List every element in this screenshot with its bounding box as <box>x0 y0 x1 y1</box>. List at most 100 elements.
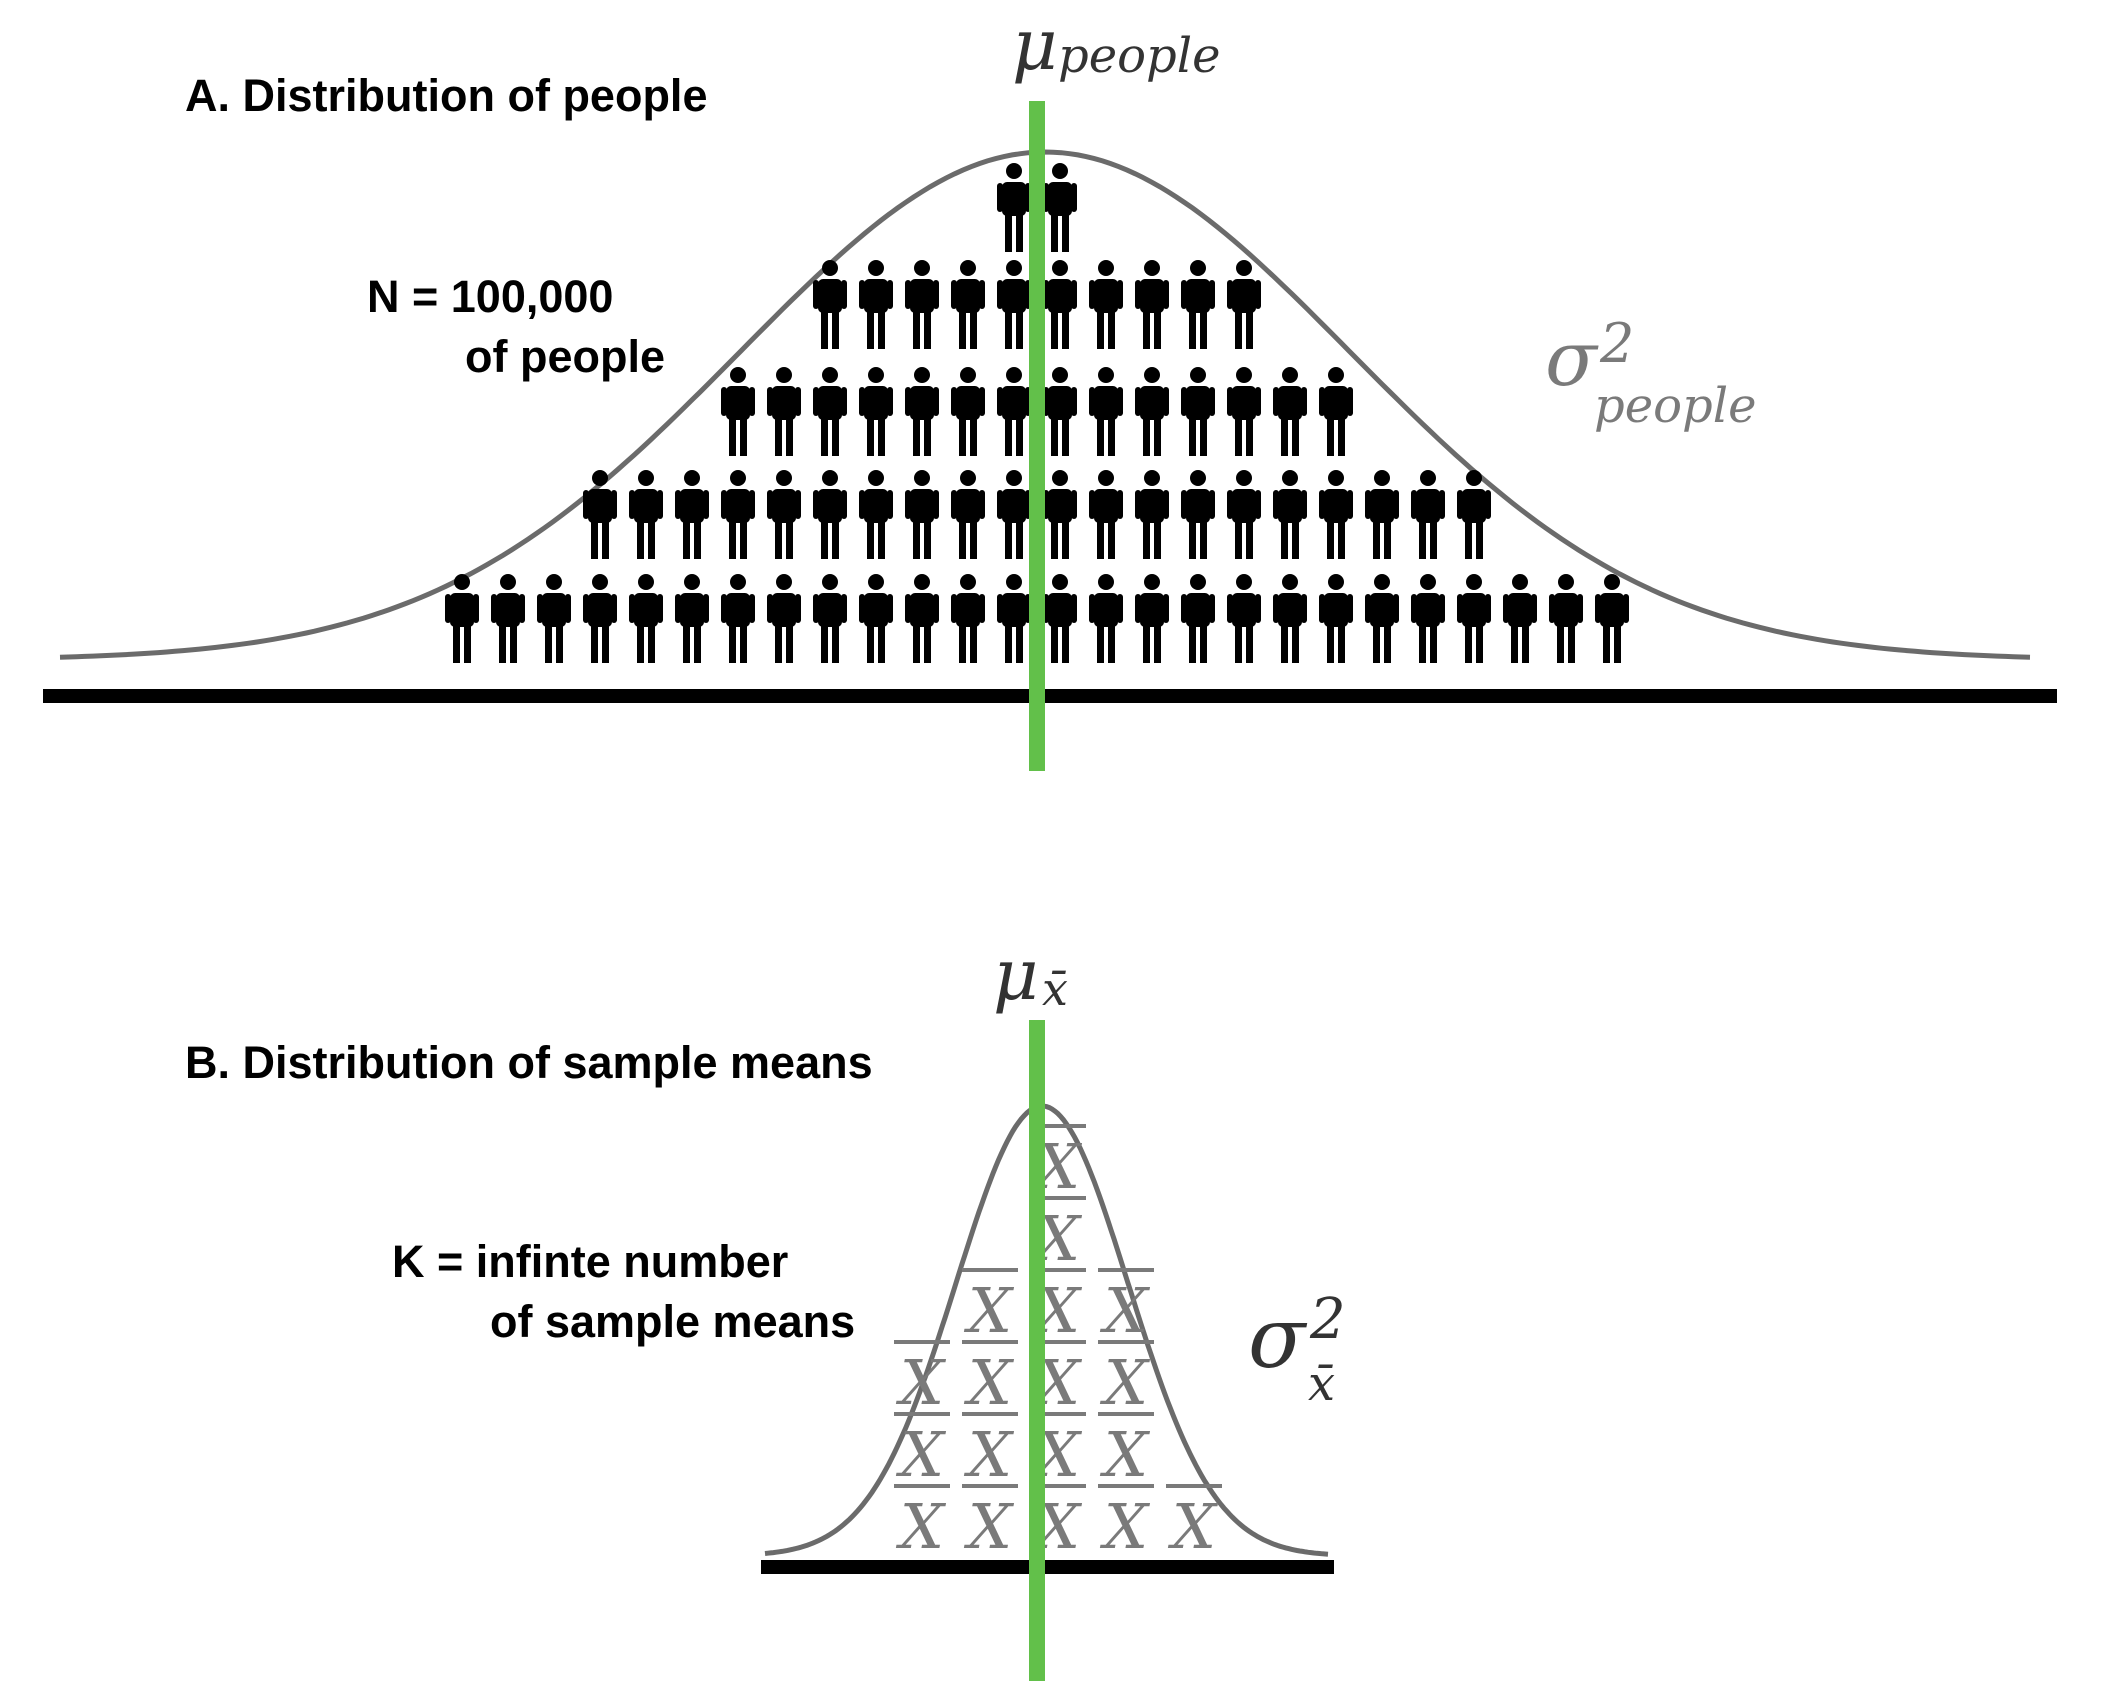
panel-a-title: A. Distribution of people <box>185 70 707 121</box>
person-icon <box>629 470 663 559</box>
x-bar-symbol: X <box>962 1340 1018 1419</box>
person-icon <box>1043 470 1077 559</box>
person-icon <box>1181 470 1215 559</box>
person-icon <box>951 574 985 663</box>
person-icon <box>951 260 985 349</box>
svg-text:X: X <box>964 1490 1015 1563</box>
population-baseline <box>43 689 2057 703</box>
sampling-variance-symbol: σ 2 x̄ <box>1248 1287 1346 1412</box>
person-icon <box>1089 367 1123 456</box>
person-icon <box>1319 367 1353 456</box>
svg-text:X: X <box>964 1346 1015 1419</box>
person-icon <box>1273 574 1307 663</box>
sigma-xbar-superscript: 2 <box>1309 1287 1346 1352</box>
person-icon <box>1227 574 1261 663</box>
person-icon <box>859 260 893 349</box>
panel-a: A. Distribution of people N = 100,000 of… <box>43 4 2057 771</box>
person-icon <box>1043 574 1077 663</box>
person-icon <box>1089 470 1123 559</box>
person-icon <box>1227 470 1261 559</box>
sigma-xbar-symbol: σ <box>1248 1289 1308 1387</box>
person-icon <box>767 574 801 663</box>
person-icon <box>997 367 1031 456</box>
x-bar-symbol: X <box>894 1484 950 1563</box>
person-icon <box>951 367 985 456</box>
person-icon <box>1319 574 1353 663</box>
sigma-symbol: σ <box>1545 314 1599 403</box>
person-icon <box>1043 367 1077 456</box>
svg-text:X: X <box>1100 1490 1151 1563</box>
person-icon <box>997 260 1031 349</box>
person-icon <box>1319 470 1353 559</box>
svg-text:X: X <box>964 1418 1015 1491</box>
person-icon <box>813 367 847 456</box>
x-bar-symbol: X <box>962 1268 1018 1347</box>
person-icon <box>997 470 1031 559</box>
person-icon <box>721 367 755 456</box>
x-bar-symbol: X <box>1098 1340 1154 1419</box>
x-bar-symbol: X <box>1166 1484 1222 1563</box>
person-icon <box>721 470 755 559</box>
person-icon <box>1503 574 1537 663</box>
person-icon <box>583 470 617 559</box>
person-icon <box>1595 574 1629 663</box>
population-mean-symbol: μ people <box>1012 4 1221 86</box>
person-icon <box>1089 574 1123 663</box>
person-icon <box>1181 260 1215 349</box>
panel-b: B. Distribution of sample means XXXXXXXX… <box>185 934 1346 1681</box>
sampling-distribution-curve <box>764 1103 1329 1557</box>
svg-text:X: X <box>896 1346 947 1419</box>
person-icon <box>629 574 663 663</box>
person-icon <box>1411 574 1445 663</box>
person-icon <box>1457 574 1491 663</box>
person-icon <box>583 574 617 663</box>
svg-text:X: X <box>1100 1346 1151 1419</box>
person-icon <box>859 470 893 559</box>
person-icon <box>767 470 801 559</box>
person-icon <box>1043 260 1077 349</box>
person-icon <box>1135 367 1169 456</box>
x-bar-symbol: X <box>1098 1412 1154 1491</box>
person-icon <box>813 470 847 559</box>
person-icon <box>1227 367 1261 456</box>
person-icon <box>537 574 571 663</box>
person-icon <box>767 367 801 456</box>
x-bar-symbol: X <box>1098 1484 1154 1563</box>
sigma-subscript: people <box>1594 378 1757 434</box>
person-icon <box>1181 574 1215 663</box>
svg-text:X: X <box>896 1418 947 1491</box>
mu-symbol: μ <box>1012 4 1058 86</box>
person-icon <box>1135 470 1169 559</box>
person-icon <box>859 367 893 456</box>
person-icon <box>951 470 985 559</box>
population-mean-line <box>1029 101 1045 771</box>
person-icon <box>1365 574 1399 663</box>
x-bar-symbol: X <box>962 1412 1018 1491</box>
person-icon <box>1135 574 1169 663</box>
person-icon <box>905 260 939 349</box>
svg-text:X: X <box>1100 1274 1151 1347</box>
person-icon <box>1411 470 1445 559</box>
svg-text:X: X <box>1100 1418 1151 1491</box>
person-icon <box>1365 470 1399 559</box>
sigma-xbar-subscript: x̄ <box>1308 1356 1335 1412</box>
sampling-mean-line <box>1029 1020 1045 1681</box>
sample-count-label-line2: of sample means <box>490 1296 855 1347</box>
person-icon <box>1273 367 1307 456</box>
person-icon <box>813 574 847 663</box>
sampling-mean-symbol: μ x̄ <box>993 934 1068 1016</box>
mu-xbar-subscript: x̄ <box>1042 962 1068 1016</box>
person-icon <box>859 574 893 663</box>
person-icon <box>905 574 939 663</box>
person-icon <box>905 470 939 559</box>
svg-text:X: X <box>896 1490 947 1563</box>
population-size-label-line1: N = 100,000 <box>367 271 613 322</box>
x-bar-symbol: X <box>962 1484 1018 1563</box>
sample-count-label-line1: K = infinte number <box>392 1236 788 1287</box>
mu-xbar-symbol: μ <box>993 934 1039 1016</box>
person-icon <box>675 470 709 559</box>
x-bar-symbol: X <box>894 1412 950 1491</box>
person-icon <box>905 367 939 456</box>
